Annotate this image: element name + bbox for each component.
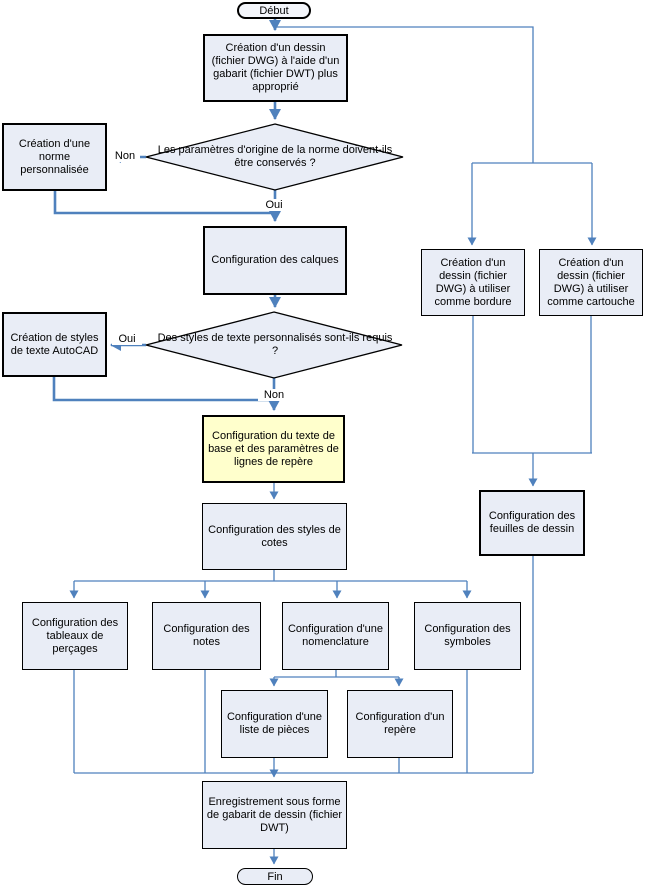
thin-connectors xyxy=(69,26,597,865)
edge-styles-return xyxy=(52,377,273,402)
decision-norme-shape xyxy=(145,123,404,191)
edge-label-oui-1: Oui xyxy=(259,199,289,211)
node-feuilles-dessin: Configuration des feuilles de dessin xyxy=(479,490,585,556)
node-enregistrement-gabarit: Enregistrement sous forme de gabarit de … xyxy=(202,781,347,849)
node-styles-cotes: Configuration des styles de cotes xyxy=(202,503,347,570)
node-configuration-calques: Configuration des calques xyxy=(203,226,347,295)
edge-norme-return xyxy=(53,191,273,215)
start-terminator: Début xyxy=(237,2,311,19)
end-terminator: Fin xyxy=(237,868,313,885)
node-dessin-bordure: Création d'un dessin (fichier DWG) à uti… xyxy=(421,249,525,316)
edge-label-non-1: Non xyxy=(110,150,140,162)
node-liste-pieces: Configuration d'une liste de pièces xyxy=(221,690,328,758)
node-norme-personnalisee: Création d'une norme personnalisée xyxy=(2,123,107,191)
decision-norme-text: Les paramètres d'origine de la norme doi… xyxy=(157,144,393,169)
node-dessin-cartouche: Création d'un dessin (fichier DWG) à uti… xyxy=(539,249,643,316)
decision-styles-text: Des styles de texte personnalisés sont-i… xyxy=(157,332,393,357)
node-creation-dessin-gabarit: Création d'un dessin (fichier DWG) à l'a… xyxy=(203,34,348,102)
edge-start-right-tap xyxy=(276,26,534,163)
node-repere: Configuration d'un repère xyxy=(347,690,453,758)
node-nomenclature: Configuration d'une nomenclature xyxy=(282,602,389,670)
decision-styles-shape xyxy=(145,311,403,379)
edge-label-oui-2: Oui xyxy=(112,333,142,345)
node-notes: Configuration des notes xyxy=(152,602,261,670)
edge-label-non-2: Non xyxy=(258,389,290,401)
node-tableaux-percages: Configuration des tableaux de perçages xyxy=(22,602,128,670)
node-styles-texte-autocad: Création de styles de texte AutoCAD xyxy=(2,312,107,377)
node-texte-base-reperes: Configuration du texte de base et des pa… xyxy=(202,415,345,483)
node-symboles: Configuration des symboles xyxy=(414,602,521,670)
